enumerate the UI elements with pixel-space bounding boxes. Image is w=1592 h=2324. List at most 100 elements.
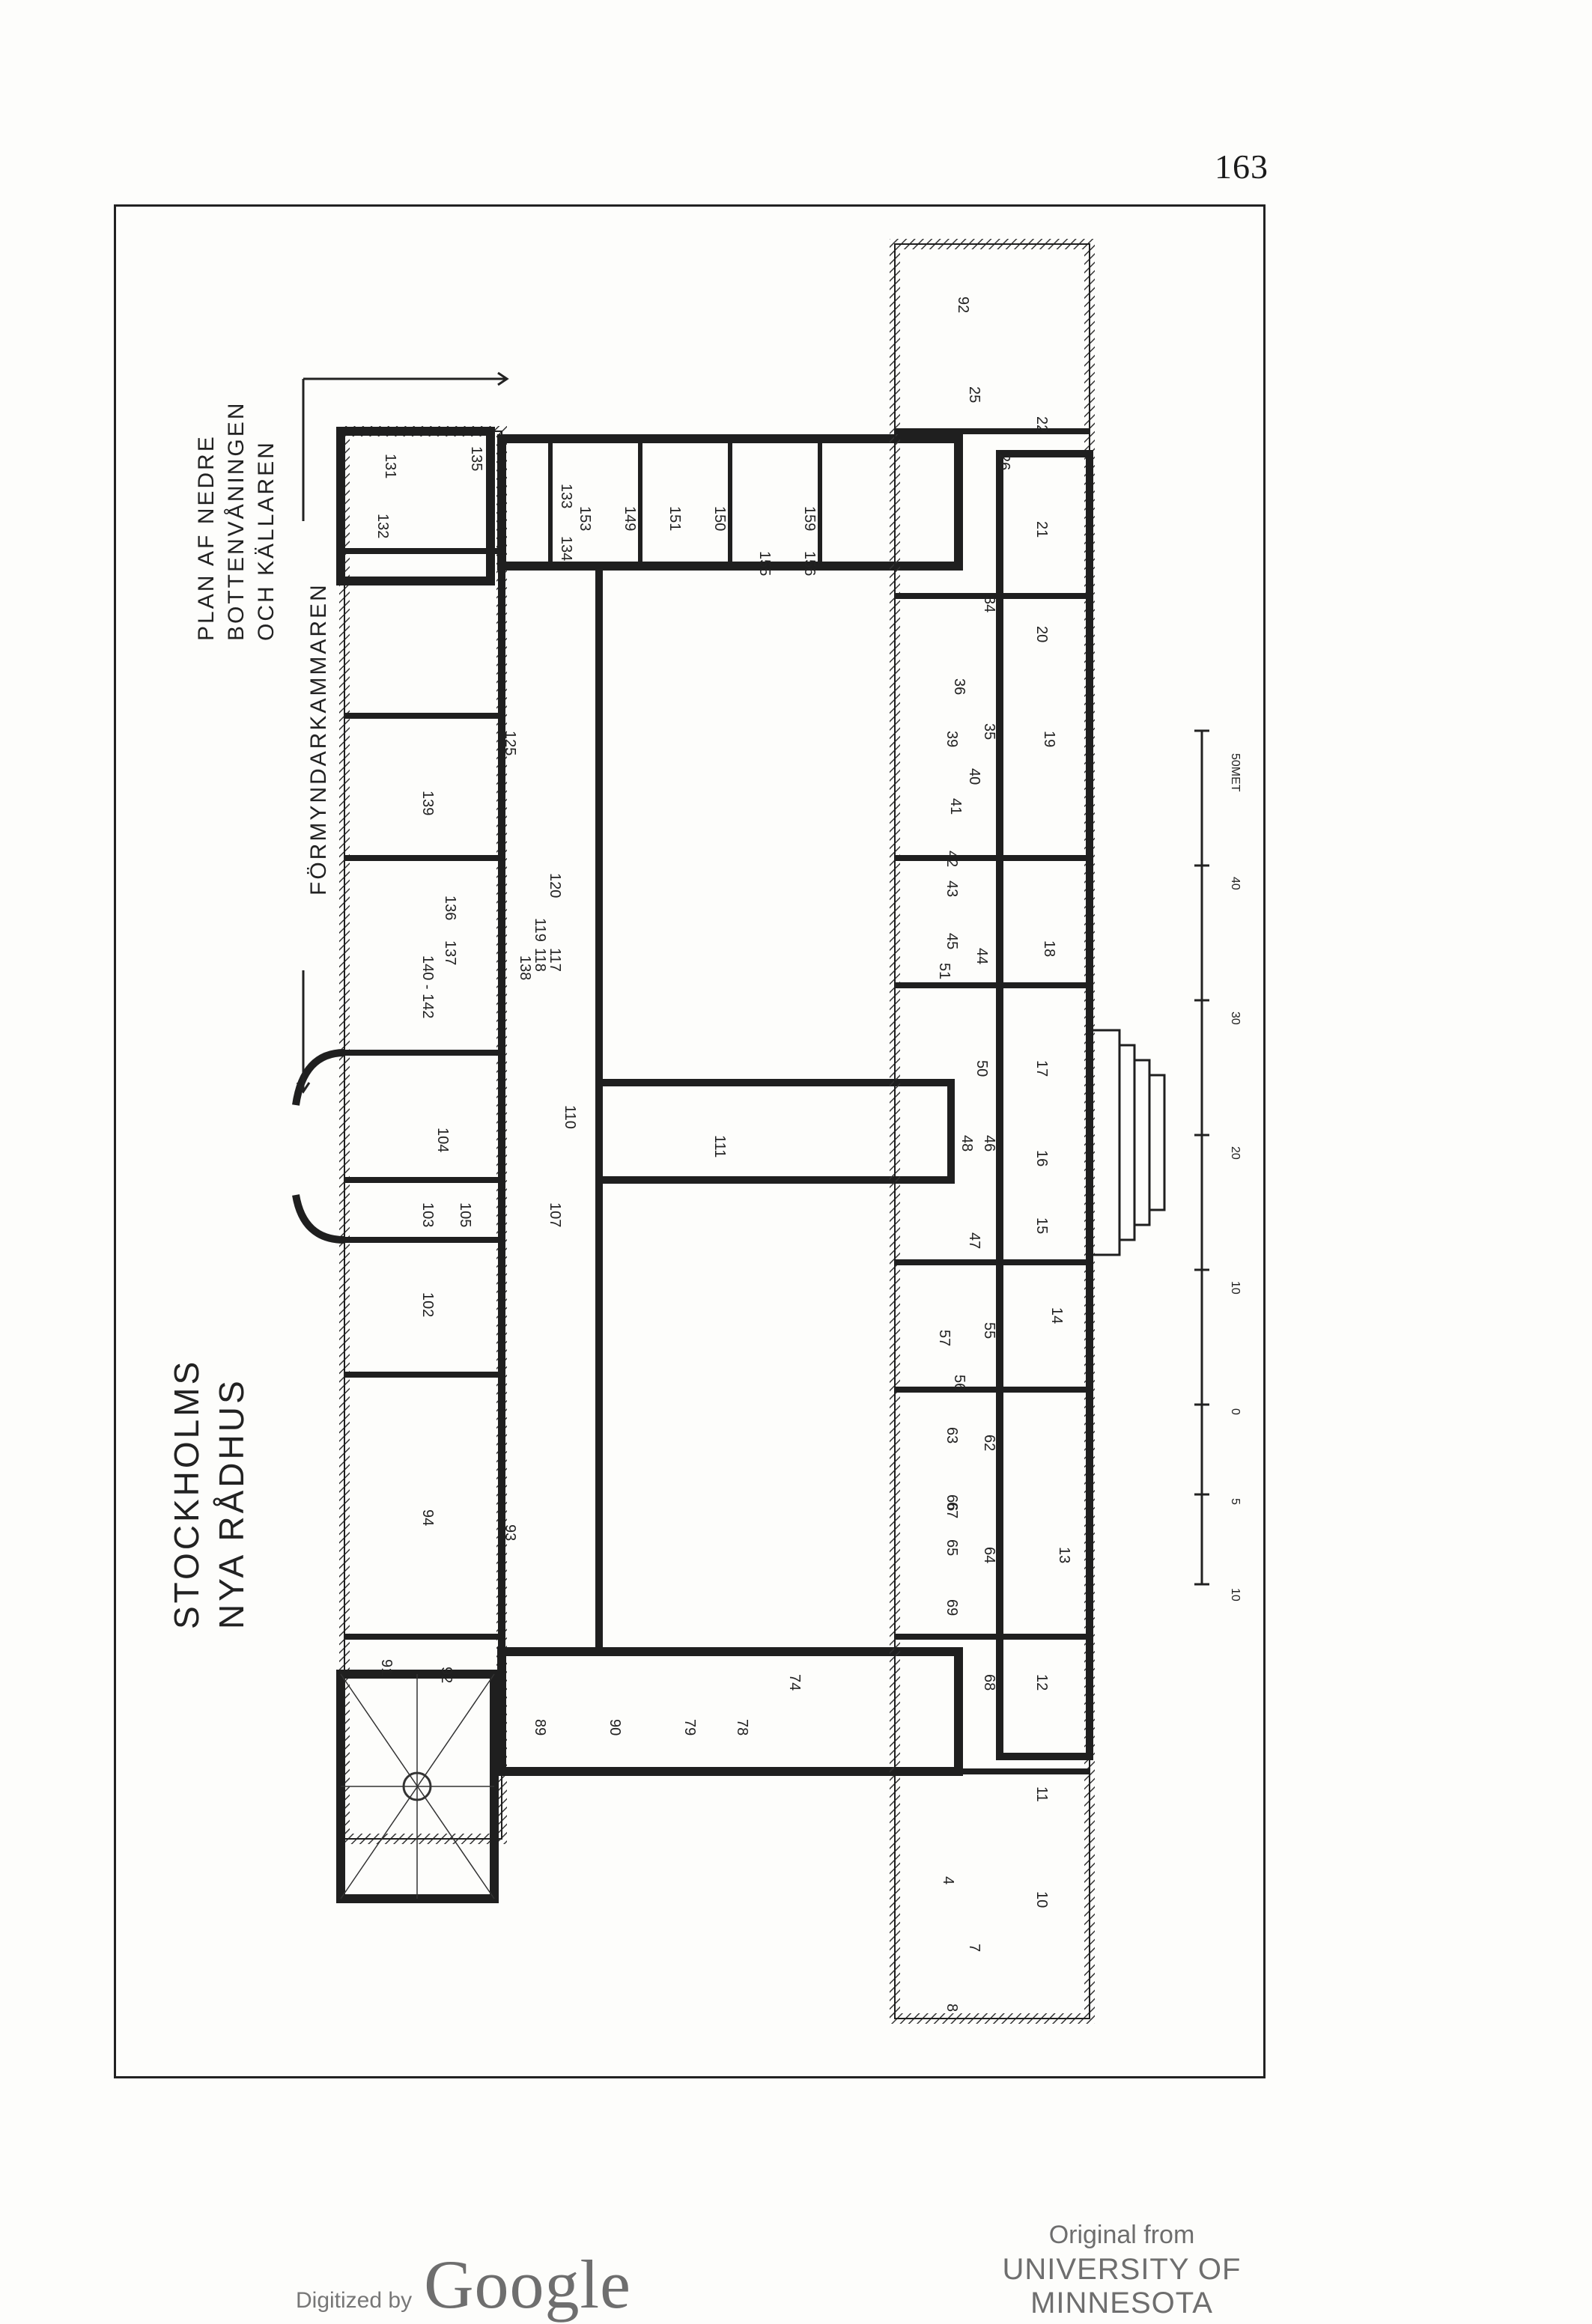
room-label: 18 bbox=[1041, 940, 1057, 957]
room-label: 7 bbox=[966, 1944, 982, 1952]
room-label: 14 bbox=[1048, 1307, 1065, 1324]
room-label: 17 bbox=[1033, 1060, 1050, 1077]
room-label: 92 bbox=[955, 296, 971, 313]
original-from-text: Original from bbox=[1048, 2221, 1195, 2249]
university-text: UNIVERSITY OF MINNESOTA bbox=[1002, 2253, 1242, 2320]
scale-tick-5: 5 bbox=[1229, 1498, 1242, 1505]
scale-tick-20: 20 bbox=[1229, 1146, 1242, 1160]
room-label: 133 bbox=[558, 484, 574, 508]
room-label: 62 bbox=[981, 1435, 997, 1451]
scale-tick-30: 30 bbox=[1229, 1012, 1242, 1025]
scale-tick-40: 40 bbox=[1229, 877, 1242, 890]
room-label: 57 bbox=[936, 1330, 953, 1346]
room-label: 39 bbox=[944, 731, 960, 747]
entrance-steps bbox=[1088, 1029, 1166, 1256]
room-label: 139 bbox=[419, 791, 436, 815]
room-label: 125 bbox=[502, 731, 518, 755]
room-label: 19 bbox=[1041, 731, 1057, 747]
room-label: 79 bbox=[681, 1719, 698, 1736]
orientation-arrows bbox=[296, 371, 509, 1094]
room-label: 47 bbox=[966, 1232, 982, 1249]
room-label: 43 bbox=[944, 880, 960, 897]
room-label: 69 bbox=[944, 1599, 960, 1616]
scale-unit: 50MET bbox=[1229, 753, 1242, 792]
room-label: 16 bbox=[1033, 1150, 1050, 1166]
room-label: 153 bbox=[577, 506, 593, 531]
scale-tick-10b: 10 bbox=[1229, 1588, 1242, 1601]
room-label: 10 bbox=[1033, 1891, 1050, 1908]
room-label: 119 bbox=[532, 918, 548, 942]
room-label: 55 bbox=[981, 1322, 997, 1339]
room-label: 104 bbox=[434, 1128, 451, 1152]
room-label: 42 bbox=[944, 851, 960, 867]
scale-tick-10: 10 bbox=[1229, 1281, 1242, 1295]
room-label: 12 bbox=[1033, 1674, 1050, 1691]
room-label: 46 bbox=[981, 1135, 997, 1152]
room-label: 8 bbox=[944, 2004, 960, 2012]
room-label: 138 bbox=[517, 955, 533, 980]
room-label: 102 bbox=[419, 1292, 436, 1317]
room-label: 137 bbox=[442, 940, 458, 965]
room-label: 11 bbox=[1033, 1786, 1050, 1802]
plan-title-line1: STOCKHOLMS bbox=[167, 1359, 206, 1629]
central-wing bbox=[497, 434, 963, 1776]
room-label: 21 bbox=[1033, 521, 1050, 538]
room-label: 34 bbox=[981, 596, 997, 612]
room-label: 22 bbox=[1033, 416, 1050, 433]
digitized-by-text: Digitized by bbox=[296, 2288, 413, 2313]
room-label: 93 bbox=[502, 1524, 518, 1541]
room-label: 117 bbox=[547, 948, 563, 972]
room-label: 78 bbox=[734, 1719, 750, 1736]
right-wing bbox=[890, 239, 1095, 2024]
google-logo: Google bbox=[424, 2246, 631, 2323]
room-label: 110 bbox=[562, 1105, 578, 1129]
room-label: 48 bbox=[958, 1135, 975, 1152]
room-label: 159 bbox=[801, 506, 818, 531]
scale-bar bbox=[1194, 729, 1209, 1586]
room-label: 150 bbox=[711, 506, 728, 531]
room-label: 64 bbox=[981, 1547, 997, 1563]
room-label: 94 bbox=[419, 1509, 436, 1526]
floor-plan-plate: 50MET 40 30 20 10 0 5 10 STOCKHOLMS NYA … bbox=[114, 204, 1266, 2078]
room-label: 4 bbox=[940, 1876, 956, 1885]
corner-tower bbox=[336, 1670, 499, 1903]
room-label: 63 bbox=[944, 1427, 960, 1444]
plan-legend-line2: BOTTENVÅNINGEN bbox=[224, 401, 249, 641]
room-label: 44 bbox=[973, 948, 990, 964]
room-label: 92 bbox=[438, 1667, 455, 1683]
room-label: 155 bbox=[756, 551, 773, 576]
wing-label: FÖRMYNDARKAMMAREN bbox=[306, 582, 331, 895]
room-label: 103 bbox=[419, 1202, 436, 1227]
room-label: 35 bbox=[981, 723, 997, 740]
room-label: 131 bbox=[382, 454, 398, 478]
room-label: 136 bbox=[442, 895, 458, 920]
room-label: 25 bbox=[966, 386, 982, 403]
room-label: 135 bbox=[468, 446, 484, 471]
room-label: 151 bbox=[666, 506, 683, 531]
room-label: 51 bbox=[936, 963, 953, 979]
room-label: 111 bbox=[711, 1135, 728, 1158]
room-label: 45 bbox=[944, 933, 960, 949]
room-label: 132 bbox=[374, 514, 391, 538]
room-label: 50 bbox=[973, 1060, 990, 1077]
room-label: 105 bbox=[457, 1202, 473, 1227]
room-label: 68 bbox=[981, 1674, 997, 1691]
plan-legend-line3: OCH KÄLLAREN bbox=[254, 440, 279, 641]
room-label: 15 bbox=[1033, 1217, 1050, 1234]
room-label: 66 bbox=[944, 1494, 960, 1511]
floor-plan-drawing: 50MET 40 30 20 10 0 5 10 STOCKHOLMS NYA … bbox=[167, 239, 1242, 2024]
room-label: 74 bbox=[786, 1674, 803, 1691]
room-label: 118 bbox=[532, 948, 548, 972]
room-label: 156 bbox=[801, 551, 818, 576]
room-label: 107 bbox=[547, 1202, 563, 1227]
plan-legend-line1: PLAN AF NEDRE bbox=[194, 434, 219, 641]
top-annex bbox=[336, 427, 495, 585]
room-label: 56 bbox=[951, 1375, 967, 1391]
room-label: 90 bbox=[607, 1719, 623, 1736]
room-label: 134 bbox=[558, 536, 574, 561]
digitized-by-google: Digitized by Google bbox=[296, 2245, 631, 2324]
room-label: 89 bbox=[532, 1719, 548, 1736]
page-number: 163 bbox=[1215, 147, 1269, 186]
left-wing bbox=[339, 426, 507, 1844]
